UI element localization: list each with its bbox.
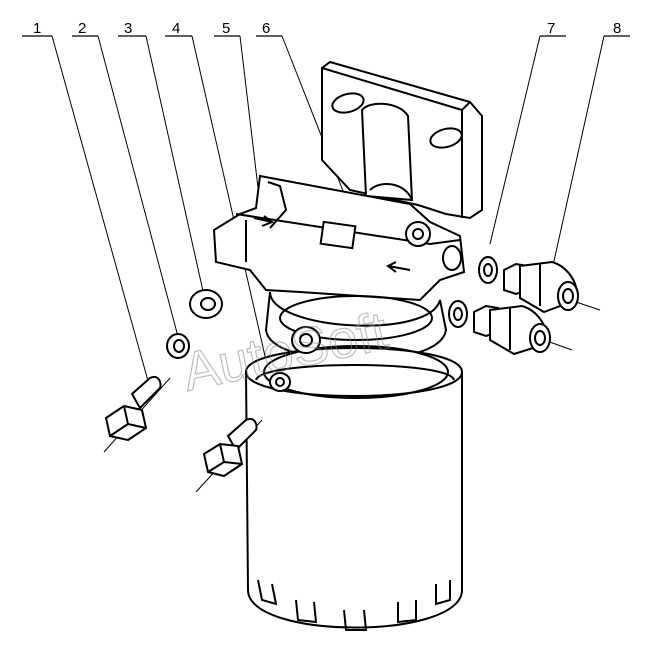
inlet-neck [360, 102, 414, 202]
washer-2 [166, 333, 190, 359]
svg-text:5: 5 [222, 20, 230, 37]
svg-text:4: 4 [172, 20, 180, 37]
filter-head [212, 174, 466, 302]
bolt-4 [195, 372, 291, 493]
svg-text:3: 3 [124, 20, 132, 37]
filter-canister [244, 345, 463, 631]
callout-4: 4 [165, 20, 271, 379]
svg-text:7: 7 [547, 20, 555, 37]
svg-text:2: 2 [78, 20, 86, 37]
callout-2: 2 [72, 20, 181, 345]
washer-7 [448, 256, 498, 328]
svg-text:1: 1 [33, 20, 41, 37]
washer-5 [291, 326, 321, 354]
callout-1: 1 [22, 20, 151, 389]
callout-3: 3 [118, 20, 206, 301]
washer-3 [189, 289, 223, 319]
fitting-8-lower [473, 304, 573, 356]
bolt-1 [103, 376, 171, 453]
svg-text:8: 8 [613, 20, 621, 37]
callout-7: 7 [489, 20, 566, 245]
callout-8: 8 [551, 20, 630, 271]
svg-text:6: 6 [262, 20, 270, 37]
fitting-8-upper [503, 260, 601, 314]
